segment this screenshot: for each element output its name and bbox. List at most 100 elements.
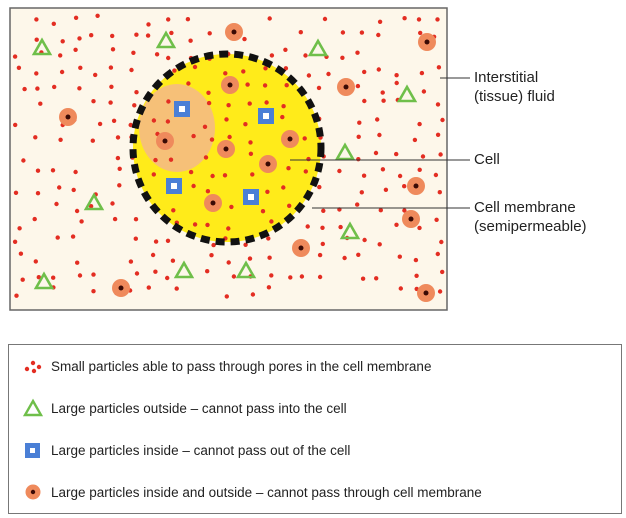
small-particle — [266, 236, 271, 241]
small-particle — [267, 255, 272, 260]
small-particle — [226, 226, 231, 231]
small-particle — [58, 53, 63, 58]
small-particle — [110, 201, 115, 206]
small-particle — [13, 190, 19, 195]
small-particle — [210, 173, 215, 179]
small-particle — [436, 65, 442, 70]
small-particle — [288, 275, 293, 280]
small-particle — [376, 67, 381, 72]
small-particle — [20, 277, 25, 282]
small-particle — [131, 50, 136, 55]
small-particle — [381, 98, 386, 103]
small-particle — [377, 132, 382, 138]
small-particle — [17, 226, 22, 231]
small-particle — [373, 150, 379, 156]
small-particle — [13, 122, 18, 128]
large-particle-both — [417, 284, 435, 302]
small-particle — [77, 86, 82, 91]
small-particle — [78, 65, 83, 71]
small-particle — [223, 71, 228, 76]
cell-nucleus — [139, 84, 215, 172]
large-particle-outside — [339, 221, 361, 240]
small-particle — [16, 65, 22, 71]
small-particle — [115, 135, 121, 140]
small-particle — [224, 294, 229, 299]
small-particle — [303, 169, 308, 174]
small-particle — [209, 253, 214, 258]
small-particle — [340, 55, 345, 60]
small-particle — [434, 217, 439, 222]
small-particle — [281, 104, 286, 109]
small-particle — [262, 83, 268, 88]
large-particle-both — [407, 177, 425, 195]
small-particle — [60, 39, 65, 44]
large-particle-outside — [396, 84, 418, 103]
small-particle — [264, 100, 269, 105]
small-particle — [340, 30, 346, 35]
small-particle — [185, 17, 191, 22]
small-particle — [79, 219, 84, 224]
small-particle — [222, 173, 228, 178]
small-particle — [88, 204, 94, 209]
large-particle-both — [225, 23, 243, 41]
small-particle — [128, 122, 133, 128]
large-particle-outside — [334, 142, 356, 161]
small-particle — [71, 187, 76, 193]
large-particles-both-group — [59, 23, 436, 302]
small-particle — [35, 191, 41, 196]
small-particle — [108, 100, 113, 105]
legend-large-both-text: Large particles inside and outside – can… — [51, 484, 482, 500]
cell-label: Cell — [474, 150, 500, 169]
small-particle — [419, 70, 425, 76]
small-particle — [378, 208, 383, 213]
small-particle — [150, 252, 156, 258]
small-particle — [245, 82, 250, 87]
large-particle-both — [221, 76, 239, 94]
small-particle — [250, 292, 256, 297]
large-particle-both — [259, 155, 277, 173]
small-particle — [242, 36, 247, 42]
small-particle — [154, 52, 160, 57]
small-particle — [435, 132, 441, 137]
small-particle — [417, 225, 422, 231]
small-particle — [169, 30, 174, 36]
small-particle — [146, 22, 151, 27]
small-particle — [321, 208, 326, 213]
small-particle — [248, 140, 253, 145]
triangle-icon — [21, 397, 47, 419]
small-particle — [269, 219, 274, 224]
large-particle-both — [337, 78, 355, 96]
small-particle — [207, 31, 212, 36]
small-particle — [115, 155, 121, 161]
small-particle — [128, 259, 134, 264]
small-particle — [326, 71, 331, 77]
large-particle-both — [402, 210, 420, 228]
small-particle — [250, 172, 255, 177]
small-particle — [91, 99, 96, 104]
legend-large-inside-text: Large particles inside – cannot pass out… — [51, 442, 351, 458]
small-particle — [133, 217, 139, 222]
small-particle — [280, 114, 285, 120]
small-particle — [440, 269, 445, 275]
small-particle — [359, 30, 365, 35]
small-particle — [342, 255, 347, 261]
legend-row-large-both: Large particles inside and outside – can… — [21, 481, 482, 503]
small-particle — [322, 16, 328, 22]
cell-membrane-label: Cell membrane (semipermeable) — [474, 198, 587, 236]
small-particle — [205, 269, 210, 274]
small-particle — [265, 189, 270, 194]
cell-membrane — [129, 50, 325, 246]
small-particle — [383, 187, 389, 192]
small-particle — [108, 65, 114, 70]
small-particle — [54, 201, 59, 207]
small-particle — [377, 19, 383, 24]
legend-row-small-particles: Small particles able to pass through por… — [21, 355, 431, 377]
small-particle — [356, 157, 361, 162]
small-particle — [229, 204, 234, 210]
small-particle — [263, 66, 268, 71]
small-particle — [435, 251, 440, 257]
small-particle — [303, 53, 308, 58]
small-particle — [77, 36, 82, 41]
cell-label-text: Cell — [474, 151, 500, 168]
small-particle — [34, 71, 39, 76]
